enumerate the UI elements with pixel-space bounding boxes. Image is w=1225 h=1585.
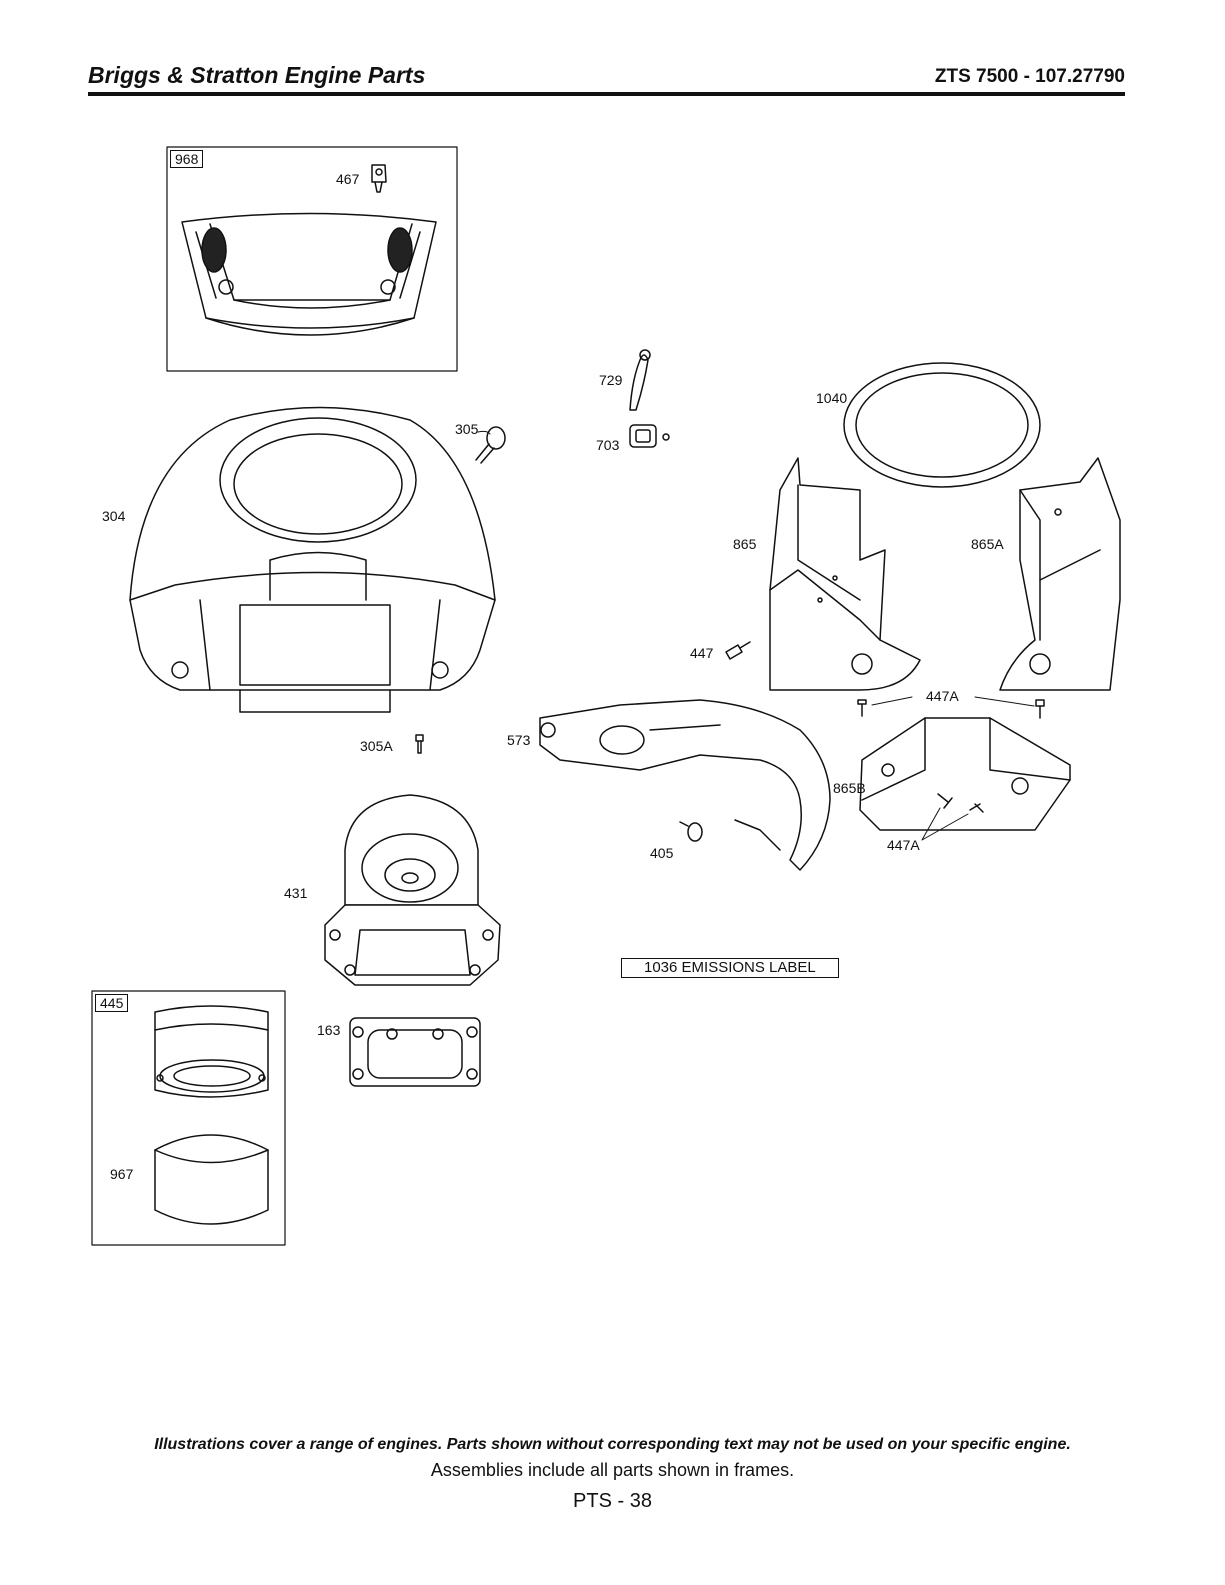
back-plate-573 (539, 699, 831, 871)
footer-assemblies-note: Assemblies include all parts shown in fr… (430, 1460, 795, 1480)
emissions-label-box: 1036 EMISSIONS LABEL (621, 958, 839, 978)
callout-447: 447 (690, 645, 714, 661)
model-number: ZTS 7500 - 107.27790 (934, 66, 1125, 87)
page-title: Briggs & Stratton Engine Parts (88, 62, 426, 88)
callout-865A: 865A (971, 536, 1004, 552)
frame-label-968: 968 (170, 150, 204, 168)
bolt-447 (725, 641, 751, 660)
callout-305: 305 (455, 421, 479, 437)
frame-968-border (166, 146, 458, 372)
callout-729: 729 (599, 372, 623, 388)
callout-573: 573 (507, 732, 531, 748)
air-cleaner-base (324, 794, 501, 986)
callout-703: 703 (596, 437, 620, 453)
gasket-163 (349, 1017, 481, 1087)
pre-cleaner-967 (154, 1134, 269, 1225)
callout-304: 304 (102, 508, 126, 524)
callout-405: 405 (650, 845, 674, 861)
frame-445-border (91, 990, 286, 1246)
shroud-865 (769, 457, 921, 691)
clip-703 (629, 424, 670, 448)
leader-305 (477, 430, 491, 435)
bolts-447A-bottom (937, 793, 984, 813)
shroud-865A (999, 457, 1121, 691)
footer-disclaimer: Illustrations cover a range of engines. … (154, 1436, 1071, 1453)
blower-housing (129, 406, 496, 713)
screw-305 (475, 426, 506, 464)
shroud-865B (859, 717, 1071, 831)
bolts-447A-top (857, 699, 1045, 719)
leader-447A-top-left (871, 696, 913, 706)
callout-447A-top: 447A (926, 688, 959, 704)
callout-431: 431 (284, 885, 308, 901)
push-pin-467 (371, 164, 387, 193)
callout-865: 865 (733, 536, 757, 552)
callout-163: 163 (317, 1022, 341, 1038)
callout-1040: 1040 (816, 390, 848, 406)
screw-405 (679, 821, 703, 842)
frame-label-445: 445 (95, 994, 129, 1012)
callout-967: 967 (110, 1166, 134, 1182)
screw-305A (415, 734, 424, 754)
leader-447A-bottom (921, 807, 969, 841)
callout-467: 467 (336, 171, 360, 187)
header-rule (88, 92, 1125, 96)
tie-strap-729 (629, 349, 651, 411)
leader-447A-top-right (974, 696, 1035, 707)
callout-865B: 865B (833, 780, 866, 796)
rotating-screen-cover (181, 212, 437, 336)
air-filter-cartridge (154, 1005, 269, 1098)
page-number: PTS - 38 (573, 1490, 652, 1512)
callout-305A: 305A (360, 738, 393, 754)
callout-447A-bottom: 447A (887, 837, 920, 853)
ring-1040 (843, 362, 1041, 488)
